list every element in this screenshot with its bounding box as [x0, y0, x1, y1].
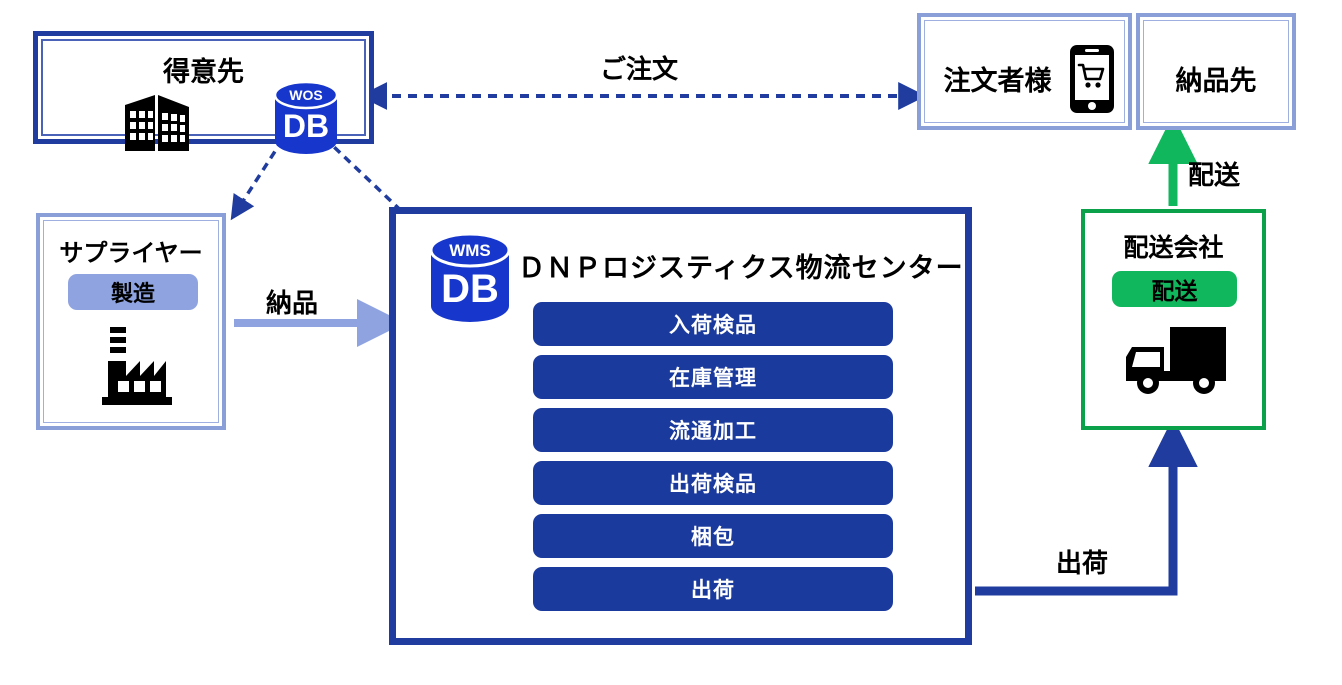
wos-db-top-label: WOS: [289, 87, 322, 103]
process-button-2[interactable]: 流通加工: [533, 408, 893, 452]
wms-db-main-label: DB: [441, 267, 499, 311]
carrier-box: 配送会社 配送: [1081, 209, 1266, 430]
office-building-icon: [121, 91, 193, 153]
destination-box: 納品先: [1136, 13, 1296, 130]
delivery-arrow-label: 配送: [1188, 160, 1241, 190]
process-button-1[interactable]: 在庫管理: [533, 355, 893, 399]
supplier-box: サプライヤー 製造: [36, 213, 226, 430]
destination-title: 納品先: [1175, 66, 1257, 96]
carrier-title: 配送会社: [1123, 234, 1224, 262]
process-button-5[interactable]: 出荷: [533, 567, 893, 611]
carrier-pill: 配送: [1112, 271, 1237, 307]
customer-title: 得意先: [163, 57, 244, 87]
wms-db-top-label: WMS: [449, 241, 491, 260]
wos-db-main-label: DB: [283, 108, 329, 144]
order-arrow-label: ご注文: [600, 54, 679, 84]
warehouse-title: ＤＮＰロジスティクス物流センター: [518, 253, 964, 283]
delivery-truck-icon: [1120, 321, 1232, 397]
supplier-title: サプライヤー: [59, 240, 203, 267]
customer-box: 得意先: [33, 31, 374, 154]
supplier-pill: 製造: [68, 274, 198, 310]
supply-arrow-label: 納品: [266, 288, 319, 318]
process-button-3[interactable]: 出荷検品: [533, 461, 893, 505]
process-button-4[interactable]: 梱包: [533, 514, 893, 558]
orderer-box: 注文者様: [917, 13, 1132, 130]
wos-db-icon: WOS DB: [271, 81, 341, 157]
wms-db-icon: WMS DB: [427, 232, 513, 328]
smartphone-cart-icon: [1068, 43, 1116, 115]
warehouse-box: WMS DB ＤＮＰロジスティクス物流センター 入荷検品 在庫管理 流通加工 出…: [389, 207, 972, 645]
shipping-arrow-label: 出荷: [1056, 548, 1109, 578]
factory-icon: [98, 321, 174, 409]
orderer-title: 注文者様: [943, 66, 1052, 96]
process-button-0[interactable]: 入荷検品: [533, 302, 893, 346]
